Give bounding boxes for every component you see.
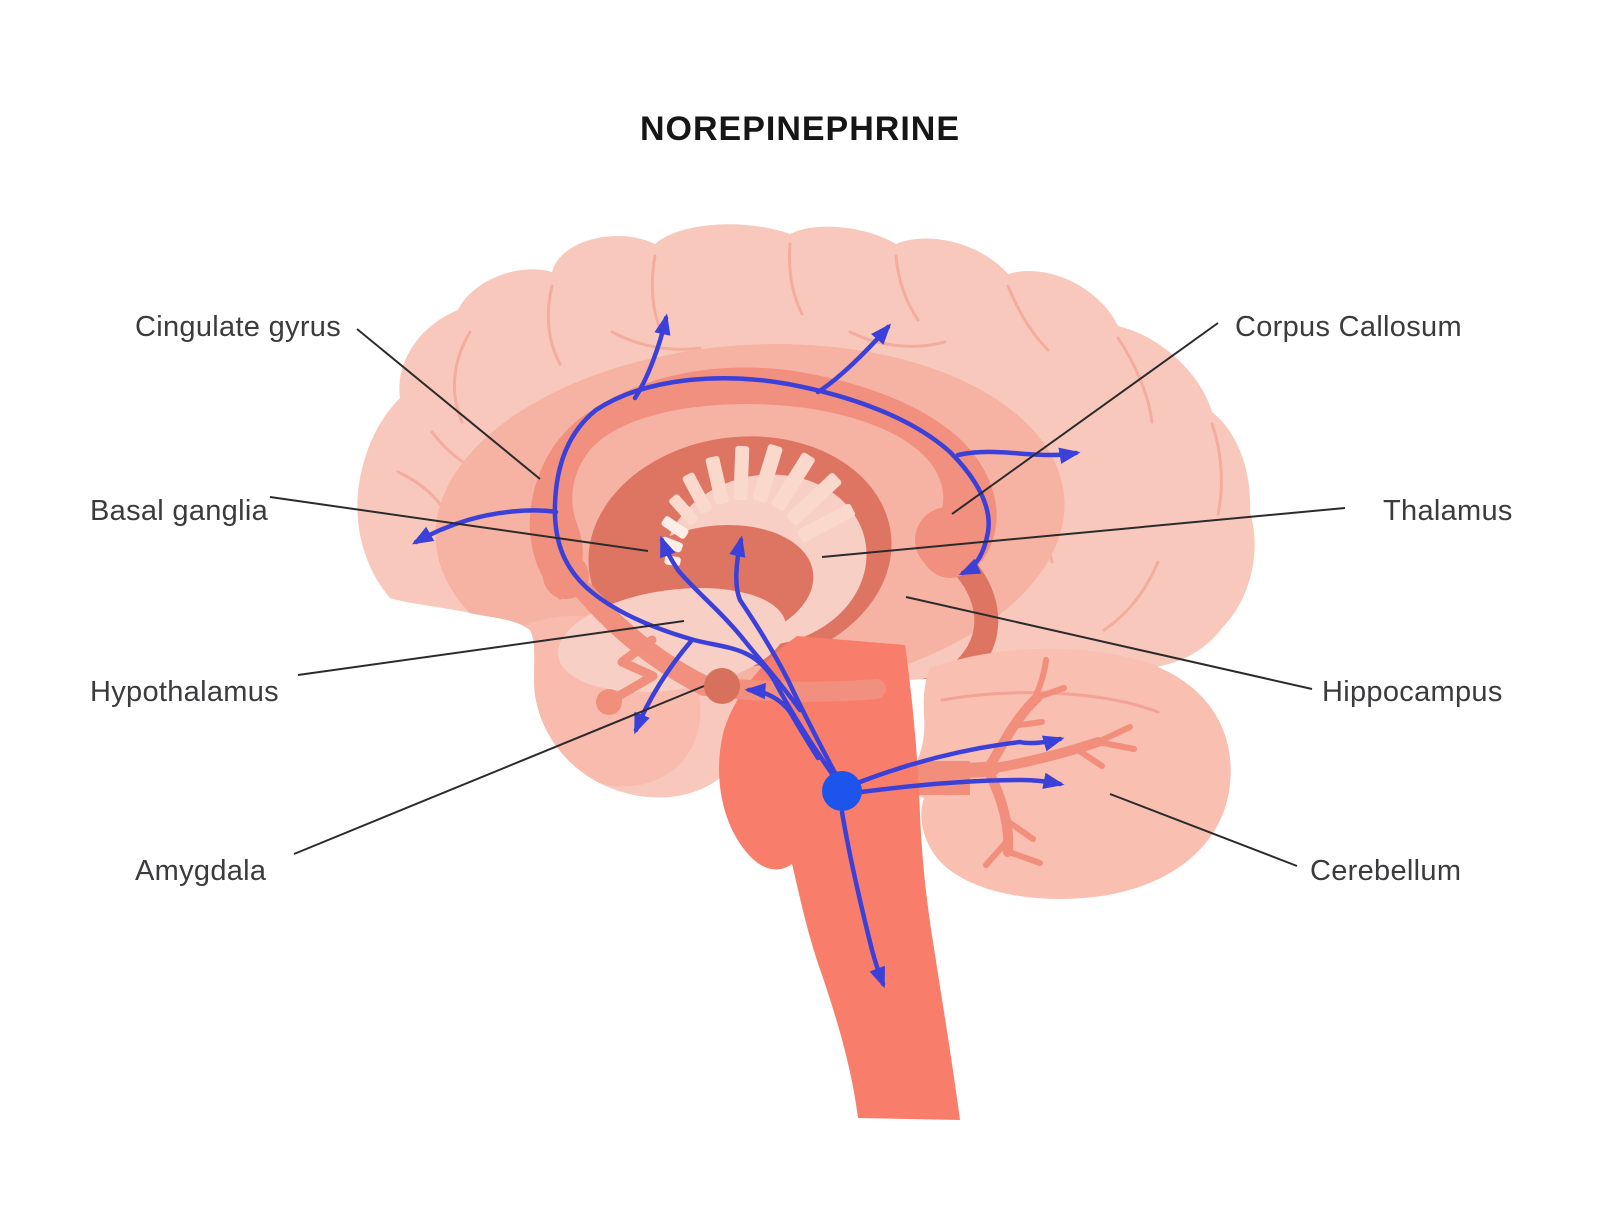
label-amygdala: Amygdala [135, 855, 267, 887]
label-thalamus: Thalamus [1383, 495, 1513, 527]
pathway-cortex-2 [815, 323, 892, 395]
fornix-stria [661, 516, 689, 539]
page-title: NOREPINEPHRINE [640, 110, 960, 148]
brainstem-shape [719, 636, 960, 1120]
leader-basal-ganglia [269, 496, 649, 552]
pituitary-stalk [596, 635, 658, 715]
fornix-striations [660, 444, 856, 566]
pathway-cortex-1 [632, 313, 671, 401]
pathway-occipital [955, 447, 1081, 464]
leader-hippocampus [905, 596, 1313, 690]
fornix-stria [705, 455, 729, 505]
pathway-thalamus-2 [729, 535, 845, 789]
amygdala-shape [704, 668, 740, 704]
fornix-stria [797, 503, 856, 543]
pathway-cerebellum-1 [857, 735, 1065, 785]
corpus-callosum-shape [529, 367, 997, 600]
leader-amygdala [293, 685, 705, 855]
leader-lines [269, 322, 1346, 867]
norepinephrine-pathways [411, 313, 1081, 989]
splenium [915, 507, 981, 573]
leader-thalamus [821, 507, 1346, 558]
locus-coeruleus-dot [822, 771, 862, 811]
pathway-cingulum [552, 376, 991, 791]
pathway-cerebellum-2 [858, 772, 1065, 795]
leader-hypothalamus [297, 620, 685, 676]
label-hippocampus: Hippocampus [1322, 676, 1503, 708]
label-basal-ganglia: Basal ganglia [90, 495, 269, 527]
pathway-thalamus-1 [659, 535, 803, 713]
pathway-frontal [411, 508, 559, 545]
leader-cerebellum [1109, 793, 1298, 867]
fornix-stria [733, 445, 750, 501]
label-hypothalamus: Hypothalamus [90, 676, 279, 708]
fornix-stria [669, 494, 699, 526]
label-cingulate-gyrus: Cingulate gyrus [135, 311, 341, 343]
fornix-stria [771, 452, 815, 511]
fornix-stria [682, 472, 712, 514]
cerebellum-shape [908, 648, 1231, 899]
pathway-temporal [633, 637, 695, 735]
leader-cingulate-gyrus [356, 328, 541, 480]
pathway-amygdala [744, 682, 821, 761]
pathway-spinal-cord [839, 809, 886, 989]
arbor-vitae [932, 657, 1137, 868]
pituitary-gland [596, 689, 622, 715]
fornix-stria [786, 473, 842, 526]
fornix-stria [752, 444, 783, 503]
label-corpus-callosum: Corpus Callosum [1235, 311, 1462, 343]
leader-corpus-callosum [951, 322, 1219, 515]
label-cerebellum: Cerebellum [1310, 855, 1461, 887]
